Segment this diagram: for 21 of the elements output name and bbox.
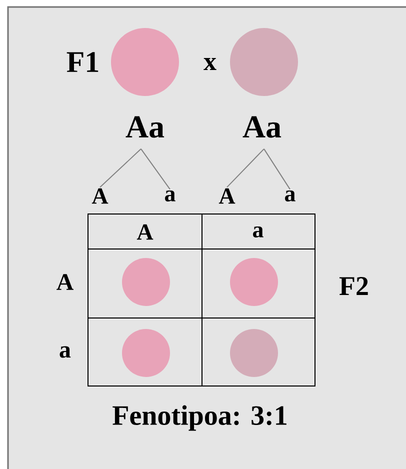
genotype-text: A (92, 188, 108, 204)
branch-line (264, 148, 290, 190)
row-header: a (60, 346, 71, 358)
pea-circle (230, 258, 278, 306)
pea-circle (122, 329, 170, 377)
branch-line (100, 148, 142, 188)
branch-line (140, 148, 170, 190)
genotype-text: Aa (126, 116, 164, 138)
cross-sign: x (204, 58, 216, 70)
pea-circle (111, 28, 179, 96)
genotype-text: A (218, 188, 236, 204)
pea-circle (230, 329, 278, 377)
row-header: A (56, 274, 74, 290)
pea-circle (122, 258, 170, 306)
genotype-text: a (164, 190, 176, 202)
genotype-text: a (284, 190, 296, 202)
branch-line (226, 148, 264, 188)
ratio-text: Fenotipoa: 3:1 (112, 405, 286, 431)
genotype-text: Aa (242, 116, 282, 138)
pea-circle (230, 28, 298, 96)
generation-label: F2 (339, 277, 368, 295)
